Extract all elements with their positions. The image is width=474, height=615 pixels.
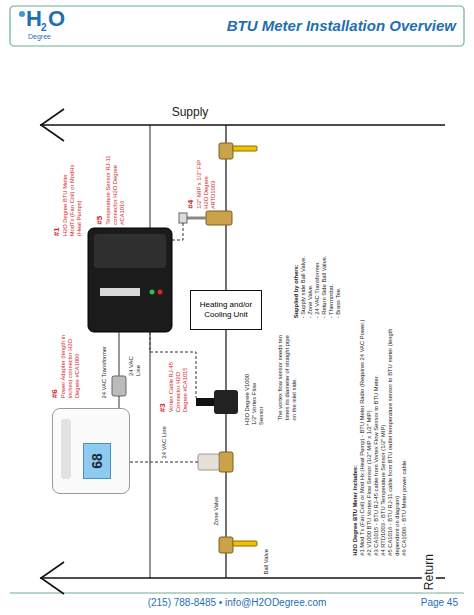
supply-line (40, 124, 445, 126)
text-group: 24 VAC Transformer (100, 338, 107, 398)
footer-contact: (215) 788-8485 • info@H2ODegree.com (87, 597, 387, 609)
part-label: Zone Valve (212, 477, 219, 525)
sensor-connector (196, 398, 214, 406)
includes-list: #2 V1000 BTU Vortex Flow Sensor (1/2" MI… (366, 306, 373, 556)
thermostat: 68 (52, 408, 130, 494)
supplied-list: - Zone Valve. (306, 208, 313, 318)
text-group: 24 VAC Line (160, 424, 167, 458)
ball-valve (219, 143, 233, 159)
pipe (225, 125, 226, 578)
supplied-list: Supplied by others: (292, 208, 299, 318)
text-group: H2O Degree BTU Meter Includes:#1 Mod Tx … (352, 306, 408, 556)
flow-arrow (41, 562, 64, 594)
text-group: O (48, 6, 68, 32)
brass-tee (206, 211, 232, 225)
text-group: #41/2" MIP x 1/2" FIP H2O Degree #RTD100… (186, 153, 216, 208)
text-group: Degree (28, 33, 68, 41)
footer-rule (10, 592, 464, 593)
vac-wire (119, 396, 120, 408)
header-frame (10, 6, 464, 46)
page-title: BTU Meter Installation Overview (227, 17, 456, 35)
text-group: The vortex flow sensor needs ten times i… (276, 330, 297, 420)
thermostat-display: 68 (83, 443, 111, 479)
callout: Vortex Cable RJ-45 Connector H2O Degree … (167, 360, 188, 412)
transformer (112, 376, 126, 396)
includes-list: #1 Mod Tx (Fan Coil) or Mod Hx (Heat Pum… (359, 306, 366, 556)
text-group: (215) 788-8485 • info@H2ODegree.com (87, 597, 387, 609)
btu-meter (88, 228, 172, 332)
text-group: #1H2O Degree BTU Meter ModTx (Fan Coil) … (52, 156, 82, 236)
includes-list: H2O Degree BTU Meter Includes: (352, 306, 359, 556)
temperature-sensor (179, 213, 187, 223)
supplied-list: - Thermostat. (327, 208, 334, 318)
callout: H2O Degree BTU Meter ModTx (Fan Coil) or… (61, 156, 82, 236)
flow-arrow (41, 109, 64, 141)
vortex-flow-sensor (214, 390, 238, 414)
includes-list: #6 CA1006 - BTU Meter power cable. (401, 306, 408, 556)
callout: #6 (50, 328, 60, 398)
text-group: Supplied by others:- Supply side Ball Va… (292, 208, 341, 318)
meter-led (150, 290, 155, 295)
text-group: Return (422, 542, 436, 592)
valve-handle (233, 146, 257, 151)
text-group: #6Power Adapter (length in inches) conne… (50, 328, 80, 398)
text-group: Supply (160, 105, 220, 119)
valve-actuator (198, 454, 219, 470)
line-label: Supply (160, 105, 220, 119)
temperature-probe (186, 217, 206, 220)
meter-plate (100, 288, 140, 296)
includes-list: #5 CA1016 - BTU RJ-11 cable from BTU out… (387, 306, 401, 556)
text-group: #3Vortex Cable RJ-45 Connector H2O Degre… (158, 360, 188, 412)
temperature-readout: 68 (89, 453, 105, 469)
supplied-list: - Supply side Ball Valve. (299, 208, 306, 318)
supplied-list: - Return Side Ball Valve. (320, 208, 327, 318)
ball-valve (219, 537, 233, 553)
text-group: Ball Valve (262, 534, 269, 574)
logo-drop (19, 11, 25, 17)
callout: #1 (52, 156, 62, 236)
part-label: 24 VAC Transformer (100, 338, 107, 398)
logo-text: Degree (28, 33, 68, 41)
text-group: Zone Valve (212, 477, 219, 525)
unit-label: Heating and/or Cooling Unit (194, 300, 258, 320)
line-label: Return (422, 544, 436, 590)
wire-label: 24 VAC Line (128, 344, 142, 376)
callout: Temperature Sensor RJ-11 connector H2O D… (104, 149, 125, 224)
callout: Power Adapter (length in inches) connect… (59, 328, 80, 398)
wire-label: 24 VAC Line (160, 424, 167, 458)
vac-wire (130, 462, 198, 463)
text-group: 24 VAC Line (128, 344, 142, 376)
rj11-cable (172, 223, 183, 240)
power-cable (119, 332, 120, 376)
callout: #4 (186, 153, 196, 208)
valve-handle (233, 541, 257, 546)
return-line (40, 577, 445, 579)
includes-list: #4 RTD1003 - BTU Temperature Sensor (1/2… (380, 306, 387, 556)
supplied-list: - 24 VAC Transformer. (313, 208, 320, 318)
part-label: Ball Valve (262, 534, 269, 574)
note: The vortex flow sensor needs ten times i… (276, 330, 297, 420)
callout: #3 (158, 360, 168, 412)
heating-cooling-unit: Heating and/or Cooling Unit (190, 290, 262, 330)
text-group: Page 45 (400, 597, 458, 609)
thermostat-button-bar (61, 419, 71, 479)
logo-text: O (48, 6, 68, 32)
page-number: Page 45 (400, 597, 458, 609)
meter-led (158, 290, 163, 295)
text-group: H2O Degree V1000 1/2" Vortex Flow Sensor (244, 370, 265, 425)
text-group: #5Temperature Sensor RJ-11 connector H2O… (95, 149, 125, 224)
meter-panel (94, 234, 166, 268)
zone-valve (219, 452, 233, 472)
callout: 1/2" MIP x 1/2" FIP H2O Degree #RTD1003 (195, 153, 216, 208)
callout: #5 (95, 149, 105, 224)
supplied-list: - Brass Tee. (334, 208, 341, 318)
part-label: H2O Degree V1000 1/2" Vortex Flow Sensor (244, 370, 265, 425)
includes-list: #3 CA1015 - BTU RJ-45 cable from Vortex … (373, 306, 380, 556)
